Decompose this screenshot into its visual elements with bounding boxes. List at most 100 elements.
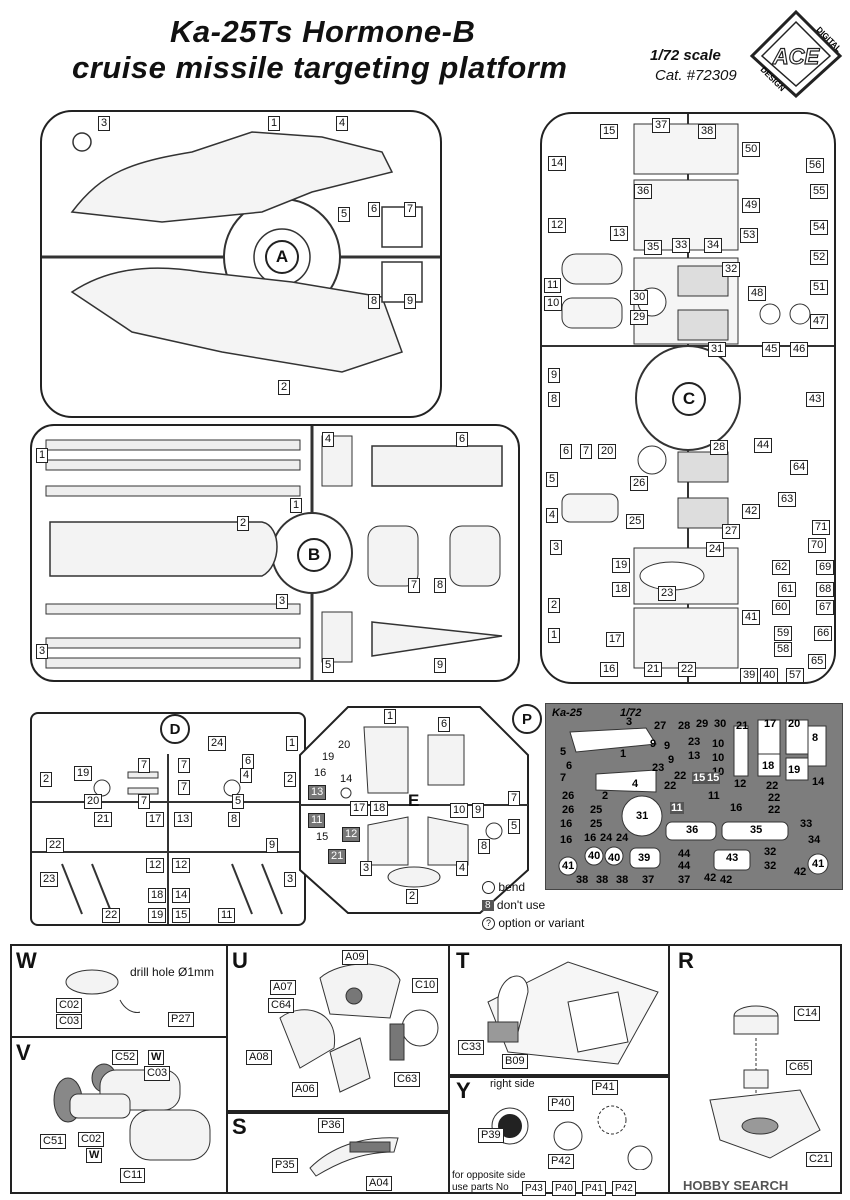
part-label-c-3: 3 [550,540,563,555]
svg-text:DESIGN: DESIGN [759,65,787,93]
part-label-c-69: 69 [816,560,835,575]
legend-bend-label: bend [498,880,526,894]
sprue-a: A 3 1 4 5 6 7 8 9 2 [40,110,442,418]
part-label-a-4: 4 [336,116,349,131]
pe-label-42b: 42 [720,874,733,886]
pe-label-40b: 40 [608,852,621,864]
step-y-part-p41: P41 [592,1080,618,1095]
step-v-box [10,1036,228,1194]
part-label-d-13: 14 [172,888,191,903]
part-label-c-4: 4 [546,508,559,523]
part-label-a-3: 3 [98,116,111,131]
step-u-part-c64: C64 [268,998,295,1013]
dont-use-badge: 8 [482,900,494,912]
part-label-e-4: 4 [456,861,469,876]
part-label-e-13: 13 [308,785,327,800]
part-label-b-7: 7 [408,578,421,593]
part-label-c-36: 36 [634,184,653,199]
step-y-right-side: right side [490,1078,535,1090]
step-y-part-p39: P39 [478,1128,504,1143]
step-s-box [226,1110,450,1194]
part-label-d-12b: 12 [172,858,191,873]
part-label-c-23: 23 [658,586,677,601]
pe-label-32b: 32 [764,860,777,872]
part-label-c-66: 66 [814,626,833,641]
pe-label-36: 36 [686,824,699,836]
part-label-c-39: 39 [740,668,759,683]
pe-label-34: 34 [808,834,821,846]
pe-label-27: 27 [654,720,667,732]
part-label-c-14: 14 [548,156,567,171]
part-label-c-64: 64 [790,460,809,475]
part-label-c-48: 48 [748,286,767,301]
part-label-b-3b: 3 [36,644,49,659]
part-label-d-20: 20 [84,794,103,809]
ace-logo: ACE DIGITAL DESIGN [748,8,844,99]
pe-label-8: 8 [812,732,819,744]
step-v-drawing [53,1063,211,1161]
legend-option-label: option or variant [498,916,585,930]
sprue-d: D 24 1 7 6 19 2 7 4 2 20 7 7 5 21 17 13 … [30,712,306,926]
legend-bend: bend [482,880,526,895]
part-label-b-4: 4 [322,432,335,447]
step-y-note1: for opposite side [452,1170,526,1181]
part-label-b-1b: 1 [290,498,303,513]
pe-label-11b: 11 [670,802,684,814]
sprue-d-parts [32,754,304,924]
option-icon: ? [482,917,495,931]
pe-label-40a: 40 [588,850,601,862]
part-label-c-15: 15 [600,124,619,139]
pe-label-17: 17 [764,718,777,730]
pe-label-13: 13 [688,750,701,762]
part-label-d-9: 9 [266,838,279,853]
pe-label-14: 14 [812,776,825,788]
part-label-d-17: 19 [148,908,167,923]
pe-label-11a: 11 [708,790,720,802]
step-y-alt-p42: P42 [612,1181,636,1196]
part-label-c-45: 45 [762,342,781,357]
part-label-c-32: 32 [722,262,741,277]
part-label-c-59: 59 [774,626,793,641]
part-label-c-44: 44 [754,438,773,453]
part-label-c-6: 6 [560,444,573,459]
part-label-c-10: 10 [544,296,563,311]
part-label-e-21: 21 [328,849,347,864]
part-label-c-9: 9 [548,368,561,383]
step-y-part-p42: P42 [548,1154,574,1169]
pe-label-25b: 25 [590,818,603,830]
step-u-part-a09: A09 [342,950,368,965]
step-v-letter: V [16,1040,31,1065]
part-label-c-55: 55 [810,184,829,199]
part-label-c-13: 13 [610,226,629,241]
part-label-c-1: 1 [548,628,561,643]
part-label-c-2: 2 [548,598,561,613]
part-label-a-7: 7 [404,202,417,217]
pe-label-22a: 22 [674,770,687,782]
step-v-part-w1: W [148,1050,165,1065]
step-y-drawing [491,1105,653,1170]
pe-label-3: 3 [626,716,633,728]
step-r-part-c21: C21 [806,1152,833,1167]
pe-label-22e: 22 [768,804,781,816]
pe-label-16d: 16 [560,834,573,846]
part-label-c-12: 12 [548,218,567,233]
step-s-letter: S [232,1114,247,1139]
part-label-c-21: 21 [644,662,663,677]
step-w-letter: W [16,948,37,973]
pe-label-28: 28 [678,720,691,732]
part-label-c-56: 56 [806,158,825,173]
part-label-e-3: 3 [360,861,373,876]
part-label-d-6: 6 [242,754,255,769]
legend-dont-use-label: don't use [496,898,546,912]
pe-label-18: 18 [762,760,775,772]
step-s-drawing [309,1137,399,1177]
step-w-part-c03: C03 [56,1014,83,1029]
part-label-d-7a: 7 [138,758,151,773]
part-label-c-16: 16 [600,662,619,677]
part-label-e-19: 19 [320,751,337,764]
step-w-drill-note: drill hole Ø1mm [130,965,215,979]
pe-label-37a: 37 [642,874,655,886]
step-y-note2: use parts No [452,1182,509,1193]
part-label-c-51: 51 [810,280,829,295]
pe-label-15b: 15 [706,772,721,784]
